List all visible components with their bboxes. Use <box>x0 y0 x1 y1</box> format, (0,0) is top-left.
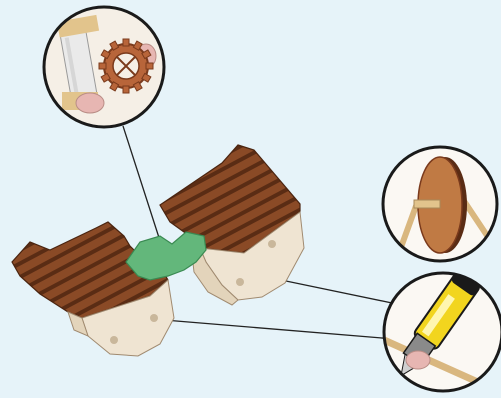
finger-tip <box>76 93 104 113</box>
left-block-hole <box>110 336 118 344</box>
right-block-hole-2 <box>236 278 244 286</box>
left-block-hole-2 <box>150 314 158 322</box>
axle <box>414 200 440 208</box>
right-block-hole <box>268 240 276 248</box>
